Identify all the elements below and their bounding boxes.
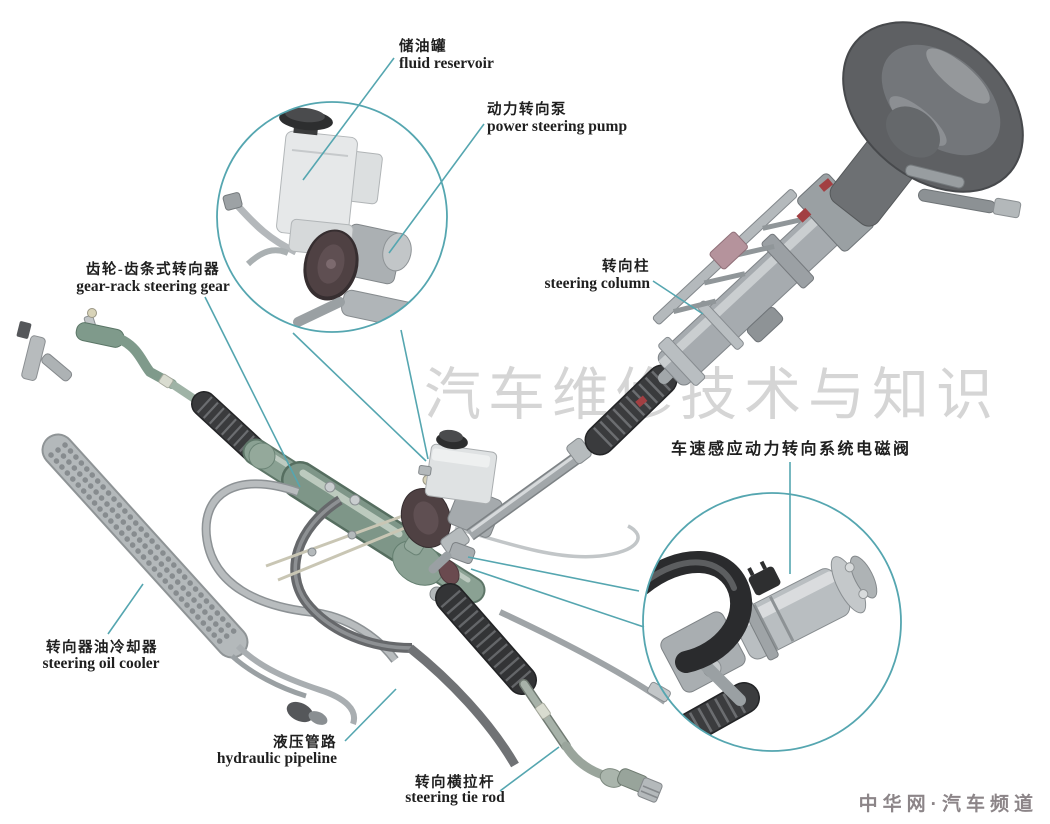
labels: 储油罐 fluid reservoir 动力转向泵 power steering…	[42, 37, 912, 806]
label-power-steering-pump-en: power steering pump	[487, 118, 627, 135]
leader-inset1-left	[292, 332, 427, 462]
steering-column-assembly	[652, 173, 874, 386]
leader-power-steering-pump	[388, 123, 485, 254]
leader-inset2-lower	[470, 568, 645, 628]
label-solenoid-zh: 车速感应动力转向系统电磁阀	[671, 439, 912, 458]
label-oil-cooler-zh: 转向器油冷却器	[46, 638, 158, 656]
leader-inset1-right	[400, 329, 429, 460]
label-hydraulic-pipeline-zh: 液压管路	[273, 733, 337, 751]
label-fluid-reservoir-en: fluid reservoir	[399, 55, 494, 72]
leader-hydraulic-pipeline	[344, 688, 397, 742]
label-gear-rack-en: gear-rack steering gear	[76, 278, 230, 295]
label-tie-rod-zh: 转向横拉杆	[415, 773, 495, 791]
leader-lines	[107, 57, 791, 792]
label-fluid-reservoir-zh: 储油罐	[399, 37, 447, 55]
label-hydraulic-pipeline-en: hydraulic pipeline	[217, 750, 337, 767]
leader-steering-column	[652, 280, 704, 315]
reservoir-pump-unit	[400, 429, 503, 548]
leader-fluid-reservoir	[302, 57, 395, 181]
watermark: 汽车维修技术与知识	[424, 364, 1000, 427]
leader-tie-rod	[499, 746, 560, 792]
label-gear-rack-zh: 齿轮-齿条式转向器	[86, 260, 220, 278]
right-tie-rod	[435, 583, 663, 803]
label-steering-column-zh: 转向柱	[602, 257, 650, 275]
inset-fluid-reservoir-circle	[222, 107, 422, 329]
label-power-steering-pump-zh: 动力转向泵	[487, 100, 567, 118]
leader-oil-cooler	[107, 583, 144, 635]
inset-circle-solenoid	[642, 492, 902, 752]
oil-cooler	[16, 321, 358, 726]
leader-inset2-upper	[467, 556, 640, 592]
leader-gear-rack	[204, 296, 301, 488]
label-oil-cooler-en: steering oil cooler	[42, 655, 159, 672]
hydraulic-hoses	[201, 479, 671, 768]
footer-branding: 中华网·汽车频道	[859, 792, 1038, 815]
left-tie-rod	[75, 308, 269, 465]
label-tie-rod-en: steering tie rod	[405, 789, 505, 806]
inset-solenoid-circle	[643, 551, 878, 751]
steering-wheel	[818, 21, 1024, 227]
inset-circle-reservoir	[216, 101, 448, 333]
label-steering-column-en: steering column	[545, 275, 651, 292]
